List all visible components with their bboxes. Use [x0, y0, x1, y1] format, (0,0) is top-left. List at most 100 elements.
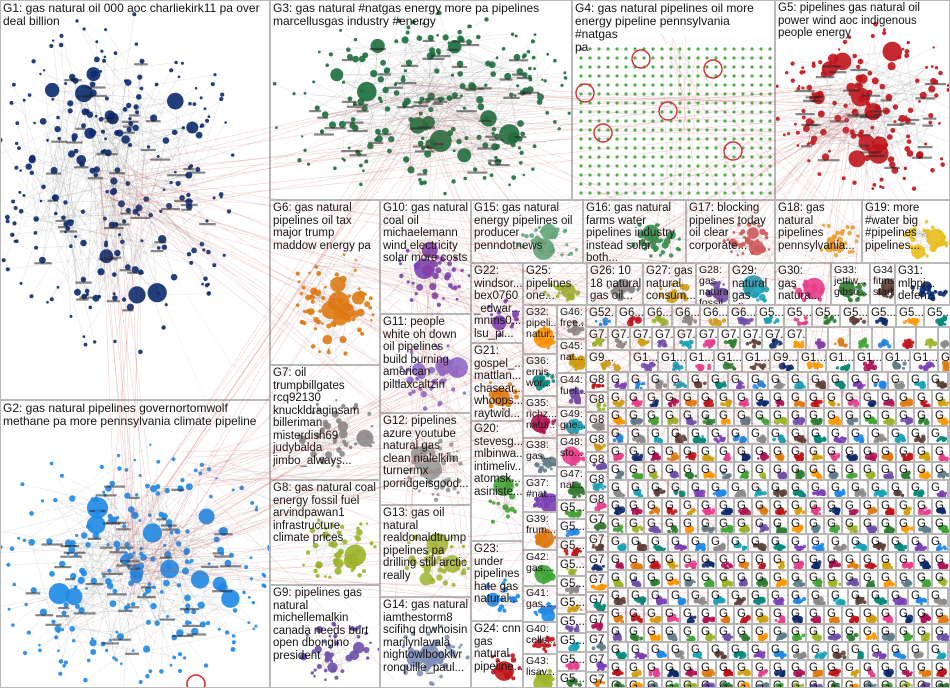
group-g40-graph: [532, 635, 556, 653]
isolate-node: [660, 47, 664, 51]
cluster-edge: [138, 96, 208, 286]
node: [820, 70, 828, 78]
node-label: [98, 258, 118, 261]
node: [442, 34, 449, 41]
node-label: [815, 76, 835, 79]
node: [761, 286, 765, 290]
node-label: [122, 309, 134, 312]
peripheral-node: [373, 545, 377, 549]
cluster-edge: [343, 55, 525, 83]
peripheral-node: [906, 40, 910, 45]
cluster-edge: [104, 218, 192, 264]
peripheral-node: [904, 49, 910, 54]
cluster-edge: [95, 197, 183, 299]
isolate-node: [660, 74, 664, 78]
cluster-edge: [163, 127, 193, 190]
cluster-edge: [28, 166, 131, 308]
node: [67, 108, 73, 114]
node: [191, 247, 198, 254]
isolate-node: [768, 146, 772, 150]
node: [74, 235, 77, 239]
peripheral-node: [324, 678, 327, 681]
cluster-edge: [167, 516, 207, 617]
node: [213, 536, 220, 543]
node: [502, 586, 508, 593]
peripheral-node: [406, 25, 411, 30]
isolate-node: [633, 74, 637, 78]
cluster-edge: [361, 91, 431, 145]
cluster-edge: [116, 554, 168, 660]
cluster-edge: [173, 459, 217, 540]
node-label: [401, 64, 419, 67]
node: [321, 111, 329, 118]
isolate-node: [651, 119, 655, 123]
peripheral-node: [461, 544, 466, 549]
isolate-node: [606, 47, 610, 51]
node-label: [112, 638, 131, 641]
node: [498, 604, 505, 610]
peripheral-node: [339, 28, 343, 32]
node: [336, 530, 342, 535]
node: [856, 296, 860, 300]
isolate-node: [696, 182, 700, 186]
node-label: [810, 99, 822, 103]
node: [120, 239, 125, 245]
node: [357, 98, 365, 106]
peripheral-node: [219, 96, 224, 102]
hub-node: [357, 81, 377, 102]
peripheral-node: [177, 652, 183, 657]
cluster-edge: [185, 563, 210, 572]
peripheral-node: [403, 670, 408, 676]
cluster-edge: [76, 20, 170, 207]
isolate-node: [723, 56, 727, 60]
node: [331, 667, 337, 673]
node: [57, 136, 61, 141]
group-g16: G16: gas natural farms water pipelines i…: [583, 200, 686, 263]
isolate-node: [606, 65, 610, 69]
node: [186, 192, 191, 198]
isolate-node: [651, 137, 655, 141]
node: [750, 250, 755, 255]
peripheral-node: [422, 406, 428, 411]
cluster-edge: [100, 62, 177, 72]
node: [150, 556, 156, 562]
peripheral-node: [872, 183, 877, 187]
cluster-edge: [187, 531, 223, 554]
peripheral-node: [736, 254, 739, 257]
node-label: [171, 634, 194, 638]
isolate-node: [768, 101, 772, 105]
cluster-edge: [187, 473, 201, 598]
cluster-edge: [63, 169, 198, 218]
node-label: [75, 127, 86, 130]
cluster-edge: [1, 546, 131, 557]
isolate-node: [678, 74, 682, 78]
cluster-edge: [100, 119, 165, 248]
node-label: [511, 73, 524, 76]
node: [132, 551, 136, 555]
node: [452, 654, 457, 659]
node: [150, 114, 158, 122]
node: [437, 658, 444, 664]
cluster-edge: [297, 273, 319, 306]
group-g12: G12: pipelines azure youtube natural gas…: [380, 413, 471, 505]
peripheral-node: [359, 163, 363, 168]
isolate-node: [606, 173, 610, 177]
node: [835, 67, 839, 71]
node: [504, 399, 512, 407]
node: [887, 285, 894, 293]
peripheral-node: [18, 209, 24, 214]
peripheral-node: [543, 290, 547, 294]
node: [422, 664, 430, 672]
node: [484, 83, 488, 88]
node: [450, 73, 455, 77]
peripheral-node: [484, 17, 489, 22]
cluster-edge: [146, 198, 161, 212]
isolate-node: [705, 65, 709, 69]
cluster-edge: [404, 39, 521, 140]
peripheral-node: [207, 291, 211, 295]
small-group-graph: [637, 338, 650, 347]
node: [925, 65, 929, 69]
peripheral-node: [776, 84, 779, 88]
node: [337, 314, 342, 319]
node: [411, 389, 416, 394]
